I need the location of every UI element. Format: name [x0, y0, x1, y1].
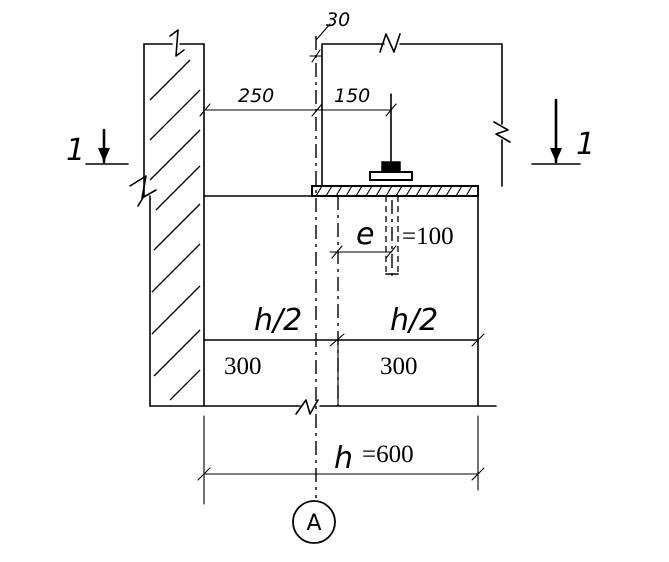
- base-plate: [311, 185, 479, 197]
- dim-edge-to-bolt: 150: [334, 85, 370, 107]
- half-height-symbol-left: h/2: [254, 303, 302, 338]
- dim-horizontal-top: 250 150: [199, 85, 397, 117]
- dim-wall-to-edge: 250: [238, 85, 274, 107]
- dim-half-height: h/2 h/2 300 300: [203, 303, 485, 407]
- section-mark-left-label: 1: [66, 133, 85, 168]
- half-height-symbol-right: h/2: [390, 303, 438, 338]
- half-left-value: 300: [224, 353, 262, 380]
- dim-eccentricity: e =100: [329, 217, 454, 259]
- eccentricity-symbol: e: [356, 217, 374, 252]
- height-value: =600: [362, 441, 414, 468]
- half-right-value: 300: [380, 353, 418, 380]
- wall-hatching: [149, 59, 201, 401]
- axis-bubble-a: A: [292, 500, 336, 544]
- dim-top-offset: 30: [309, 9, 350, 63]
- axis-label: A: [306, 511, 321, 536]
- wall: [129, 29, 205, 407]
- base-plate-hatching: [315, 185, 473, 197]
- eccentricity-value: =100: [402, 223, 454, 250]
- anchor-bolt: [369, 93, 413, 278]
- section-mark-left: 1: [66, 128, 129, 168]
- dim-height: h =600: [197, 415, 485, 505]
- section-mark-right-label: 1: [576, 127, 595, 162]
- section-mark-right: 1: [531, 98, 595, 165]
- height-symbol: h: [334, 441, 353, 476]
- dim-top-offset-label: 30: [326, 9, 350, 31]
- beam-outline: [149, 33, 511, 415]
